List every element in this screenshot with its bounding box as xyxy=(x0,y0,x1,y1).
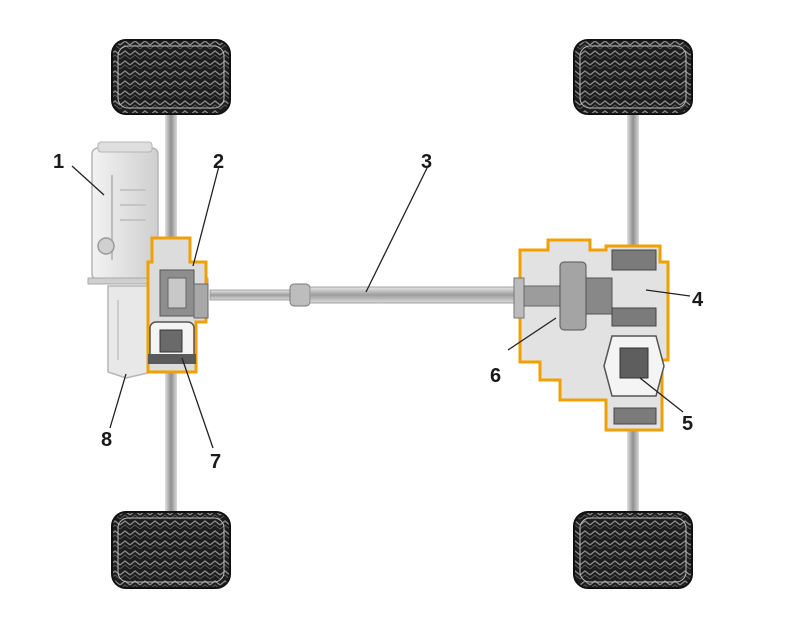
propeller-shaft xyxy=(209,283,519,307)
callout-6: 6 xyxy=(490,365,501,387)
engine xyxy=(91,141,159,281)
leader-2 xyxy=(192,165,220,267)
leader-6 xyxy=(507,317,557,351)
leader-lines xyxy=(71,165,691,449)
leader-7 xyxy=(181,357,214,449)
rear-left-wheel xyxy=(573,39,693,115)
callout-1: 1 xyxy=(53,151,64,173)
callout-4: 4 xyxy=(692,289,704,311)
gearbox xyxy=(107,285,153,379)
callout-3: 3 xyxy=(421,151,432,173)
transfer-case-front-unit xyxy=(146,236,209,374)
callout-2: 2 xyxy=(213,151,224,173)
callout-7: 7 xyxy=(210,451,221,473)
leader-3 xyxy=(365,165,429,293)
front-left-wheel xyxy=(111,39,231,115)
rear-axle-drive-unit xyxy=(513,238,670,432)
leader-8 xyxy=(109,373,127,429)
rear-right-wheel xyxy=(573,511,693,589)
front-right-wheel xyxy=(111,511,231,589)
callout-5: 5 xyxy=(682,413,693,435)
leader-5 xyxy=(639,377,684,413)
callout-8: 8 xyxy=(101,429,112,451)
leader-4 xyxy=(645,289,691,297)
leader-1 xyxy=(71,165,105,196)
